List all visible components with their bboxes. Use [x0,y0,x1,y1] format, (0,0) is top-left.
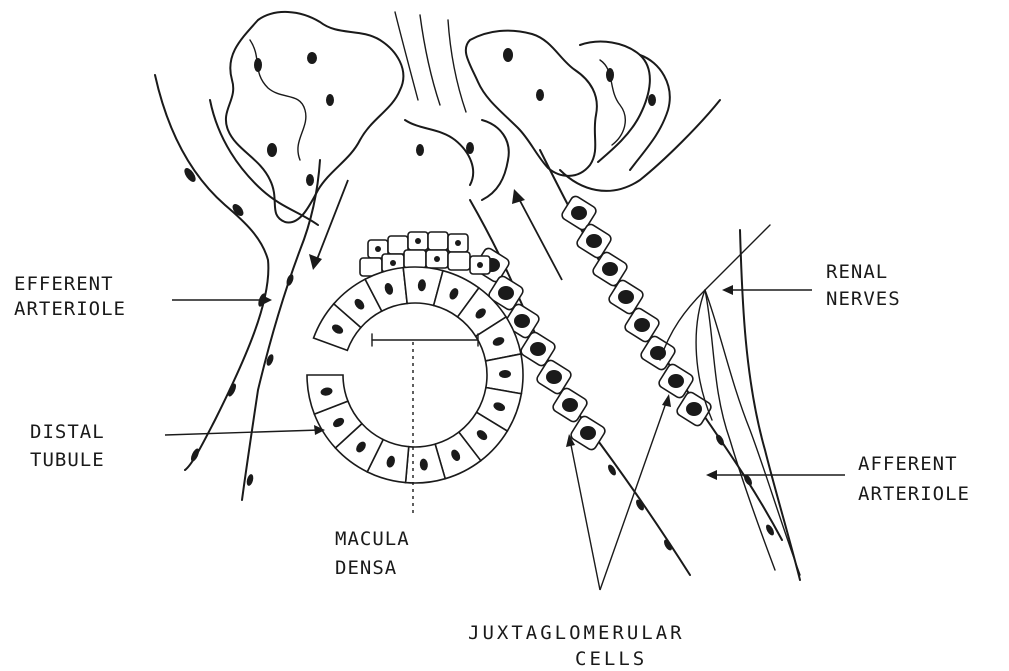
label-distal-tubule-line1: DISTAL [30,421,105,443]
label-efferent-arteriole-line2: ARTERIOLE [14,298,126,320]
efferent-arteriole [155,75,348,500]
juxtaglomerular-cells-chain-right [560,195,775,537]
label-juxtaglomerular-cells-line2: CELLS [575,648,647,670]
label-juxtaglomerular-cells-line1: JUXTAGLOMERULAR [468,622,685,644]
renal-nerves [660,225,800,575]
label-macula-densa-line2: DENSA [335,557,397,579]
label-renal-nerves-line1: RENAL [826,261,888,283]
label-distal-tubule-line2: TUBULE [30,449,105,471]
label-efferent-arteriole-line1: EFFERENT [14,273,114,295]
label-afferent-arteriole-line2: ARTERIOLE [858,483,970,505]
label-afferent-arteriole-line1: AFFERENT [858,453,958,475]
afferent-arteriole [470,100,800,580]
label-renal-nerves-line2: NERVES [826,288,901,310]
tubule-epithelial-cells [307,267,523,483]
label-macula-densa-line1: MACULA [335,528,410,550]
